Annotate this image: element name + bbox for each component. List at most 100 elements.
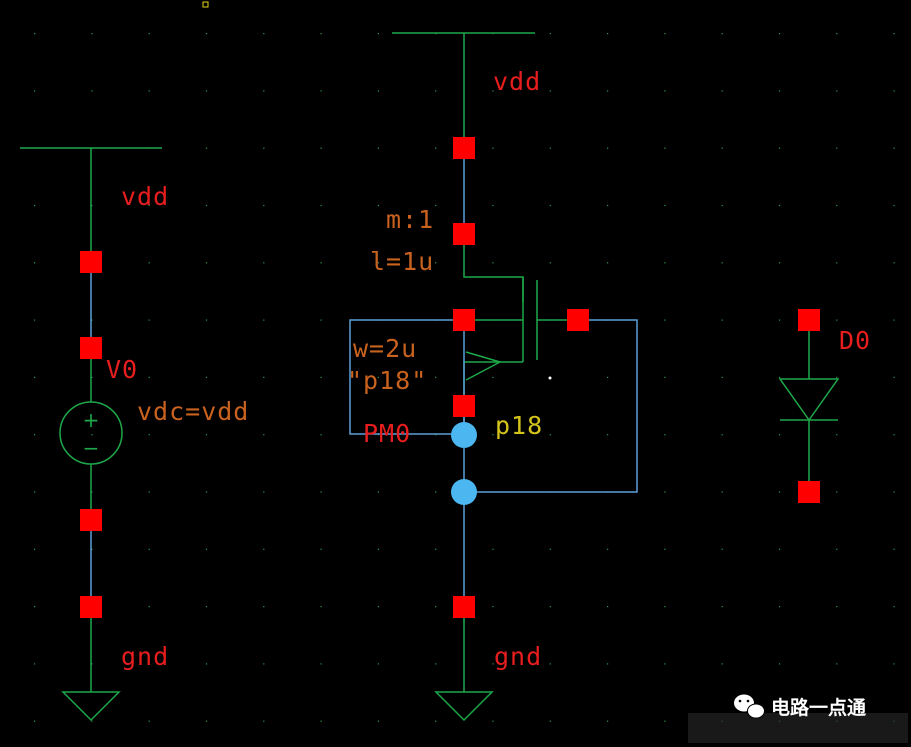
grid-dot	[435, 720, 437, 722]
width-param-label: w=2u	[353, 334, 417, 363]
grid-dot	[492, 720, 494, 722]
grid-dot	[377, 147, 379, 149]
grid-dot	[549, 663, 551, 665]
grid-dot	[893, 147, 895, 149]
grid-dot	[435, 491, 437, 493]
grid-dot	[893, 33, 895, 35]
grid-dot	[721, 434, 723, 436]
grid-dot	[205, 434, 208, 436]
pin-center-1[interactable]	[453, 137, 475, 159]
grid-dot	[263, 90, 265, 92]
ground-icon-left	[61, 691, 121, 722]
grid-dot	[607, 663, 609, 665]
pmos-arrow-icon	[465, 351, 502, 381]
grid-dot	[34, 491, 36, 493]
pin-center-bottom[interactable]	[453, 596, 475, 618]
pin-diode-top[interactable]	[798, 309, 820, 331]
grid-dot	[320, 262, 322, 264]
grid-dot	[549, 147, 551, 149]
grid-dot	[893, 376, 895, 378]
grid-dot	[778, 204, 781, 207]
grid-dot	[664, 720, 666, 722]
cursor-point	[548, 376, 552, 380]
grid-dot	[377, 90, 379, 92]
junction-dot-2[interactable]	[451, 479, 477, 505]
pin-left-4[interactable]	[80, 596, 102, 618]
center-branch: vdd m:1 l=1u w=2u "p18" PM0 p18 gnd	[347, 32, 638, 722]
grid-dot	[893, 204, 895, 207]
grid-dot	[607, 548, 609, 550]
grid-dot	[492, 606, 494, 608]
diode-icon[interactable]	[778, 378, 840, 422]
grid-dot	[148, 204, 150, 207]
grid-dot	[607, 434, 609, 436]
grid-dot	[205, 720, 208, 722]
junction-dot-1[interactable]	[451, 422, 477, 448]
grid-dot	[607, 606, 609, 608]
grid-dot	[148, 491, 150, 493]
grid-dot	[148, 33, 150, 35]
grid-dot	[263, 319, 265, 321]
origin-marker	[202, 1, 209, 8]
grid-dot	[721, 548, 723, 550]
grid-dot	[377, 33, 379, 35]
grid-dot	[721, 33, 723, 35]
grid-dot	[607, 720, 609, 722]
right-branch: D0	[778, 309, 870, 503]
pin-left-1[interactable]	[80, 251, 102, 273]
pin-left-3[interactable]	[80, 509, 102, 531]
grid-dot	[836, 319, 838, 321]
grid-dot	[148, 376, 150, 378]
pin-center-2[interactable]	[453, 223, 475, 245]
grid-dot	[148, 606, 150, 608]
grid-dot	[91, 663, 93, 665]
grid-dot	[607, 33, 609, 35]
model-name-label: p18	[495, 411, 543, 440]
grid-dot	[778, 319, 781, 321]
left-branch: + − vdd V0 vdc=vdd gnd	[20, 147, 248, 722]
grid-dot	[607, 204, 609, 207]
grid-dot	[492, 147, 494, 149]
pin-left-2[interactable]	[80, 337, 102, 359]
grid-dot	[377, 548, 379, 550]
grid-dot	[836, 376, 838, 378]
grid-dot	[320, 90, 322, 92]
grid-dot	[778, 90, 781, 92]
grid-dot	[263, 434, 265, 436]
pin-center-drain[interactable]	[453, 395, 475, 417]
grid-dot	[148, 663, 150, 665]
bulk-net-wire	[464, 319, 638, 493]
grid-dot	[320, 204, 322, 207]
grid-dot	[205, 90, 208, 92]
instance-box[interactable]	[349, 319, 465, 435]
watermark: 电路一点通	[688, 694, 908, 743]
grid-dot	[893, 90, 895, 92]
grid-dot	[893, 262, 895, 264]
grid-dot	[435, 204, 437, 207]
pin-center-gate[interactable]	[453, 309, 475, 331]
grid-dot	[893, 434, 895, 436]
grid-dot	[34, 663, 36, 665]
grid-dot	[377, 262, 379, 264]
grid-dot	[435, 548, 437, 550]
grid-dot	[778, 262, 781, 264]
pin-center-body[interactable]	[567, 309, 589, 331]
grid-dot	[263, 720, 265, 722]
pin-diode-bottom[interactable]	[798, 481, 820, 503]
grid-dot	[836, 262, 838, 264]
grid-dot	[320, 548, 322, 550]
grid-dot	[721, 606, 723, 608]
grid-dot	[320, 147, 322, 149]
grid-dot	[664, 147, 666, 149]
grid-dot	[721, 376, 723, 378]
grid-dot	[91, 204, 93, 207]
grid-dot	[721, 491, 723, 493]
grid-dot	[778, 548, 781, 550]
grid-dot	[263, 204, 265, 207]
grid-dot	[435, 262, 437, 264]
gnd-label-center: gnd	[494, 642, 542, 671]
grid-dot	[492, 434, 494, 436]
grid-dot	[492, 663, 494, 665]
grid-dot	[34, 262, 36, 264]
